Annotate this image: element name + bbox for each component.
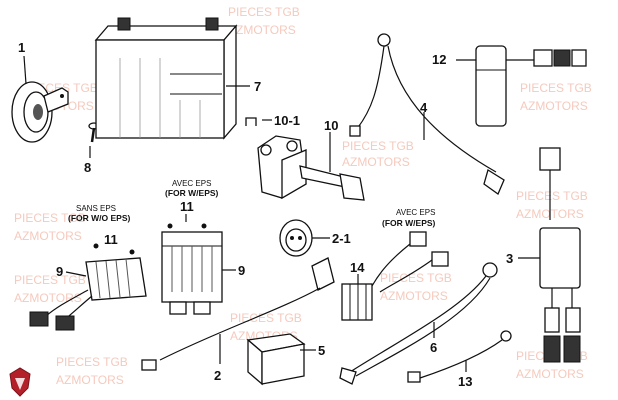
watermark-text: PIECES TGB [228, 5, 300, 19]
note-eps-en: (FOR W/EPS) [382, 218, 436, 228]
callout-10: 10 [324, 118, 338, 133]
watermark-text: AZMOTORS [14, 291, 82, 305]
note-eps-fr: AVEC EPS [172, 179, 211, 188]
leader-line [65, 271, 87, 277]
callout-4: 4 [420, 100, 428, 115]
power-socket-cable-part [141, 257, 335, 371]
watermark-text: PIECES TGB [14, 273, 86, 287]
starter-relay-part [257, 135, 365, 201]
watermark-text: AZMOTORS [380, 289, 448, 303]
screws-part [167, 223, 207, 229]
watermark-text: AZMOTORS [520, 99, 588, 113]
callout-6: 6 [430, 340, 437, 355]
leader-line [23, 55, 27, 85]
callout-10-1: 10-1 [274, 113, 300, 128]
eps-harness-part [539, 147, 581, 363]
watermark-text: AZMOTORS [228, 23, 296, 37]
fuse-block-part [246, 333, 306, 386]
screw-part [93, 243, 99, 249]
regulator-part [29, 257, 147, 331]
callout-7: 7 [254, 79, 261, 94]
callout-8: 8 [84, 160, 91, 175]
note-no-eps-en: (FOR W/O EPS) [68, 213, 131, 223]
callout-11-eps: 11 [180, 199, 194, 214]
watermark-text: PIECES TGB [56, 355, 128, 369]
shield-logo-icon [9, 367, 31, 397]
battery-part [94, 17, 238, 140]
ground-cable-part [349, 33, 505, 195]
watermark-text: AZMOTORS [516, 367, 584, 381]
note-no-eps-fr: SANS EPS [76, 204, 116, 213]
callout-13: 13 [458, 374, 472, 389]
callout-2: 2 [214, 368, 221, 383]
relay-part [475, 45, 587, 127]
note-eps-fr: AVEC EPS [396, 208, 435, 217]
note-eps-en: (FOR W/EPS) [165, 188, 219, 198]
watermark-text: PIECES TGB [516, 189, 588, 203]
callout-3: 3 [506, 251, 513, 266]
thin-wire-part [407, 330, 512, 383]
eps-wire-harness-part [341, 231, 449, 321]
watermark-text: PIECES TGB [14, 211, 86, 225]
callout-9-eps: 9 [238, 263, 245, 278]
callout-1: 1 [18, 40, 25, 55]
clip-part [245, 117, 257, 126]
regulator-eps-part [161, 231, 223, 315]
callout-9: 9 [56, 264, 63, 279]
watermark-text: PIECES TGB [520, 81, 592, 95]
watermark-text: PIECES TGB [230, 311, 302, 325]
callout-14: 14 [350, 260, 365, 275]
watermark-text: AZMOTORS [342, 155, 410, 169]
horn-part [11, 81, 69, 143]
callout-11-no-eps: 11 [104, 232, 118, 247]
connector-cap-part [279, 219, 313, 257]
watermark-text: AZMOTORS [56, 373, 124, 387]
watermark-text: PIECES TGB [380, 271, 452, 285]
watermark-text: AZMOTORS [14, 229, 82, 243]
callout-2-1: 2-1 [332, 231, 351, 246]
battery-cable-part [339, 262, 498, 385]
watermark-text: PIECES TGB [342, 139, 414, 153]
callout-12: 12 [432, 52, 446, 67]
screw-part [129, 249, 135, 255]
callout-5: 5 [318, 343, 325, 358]
